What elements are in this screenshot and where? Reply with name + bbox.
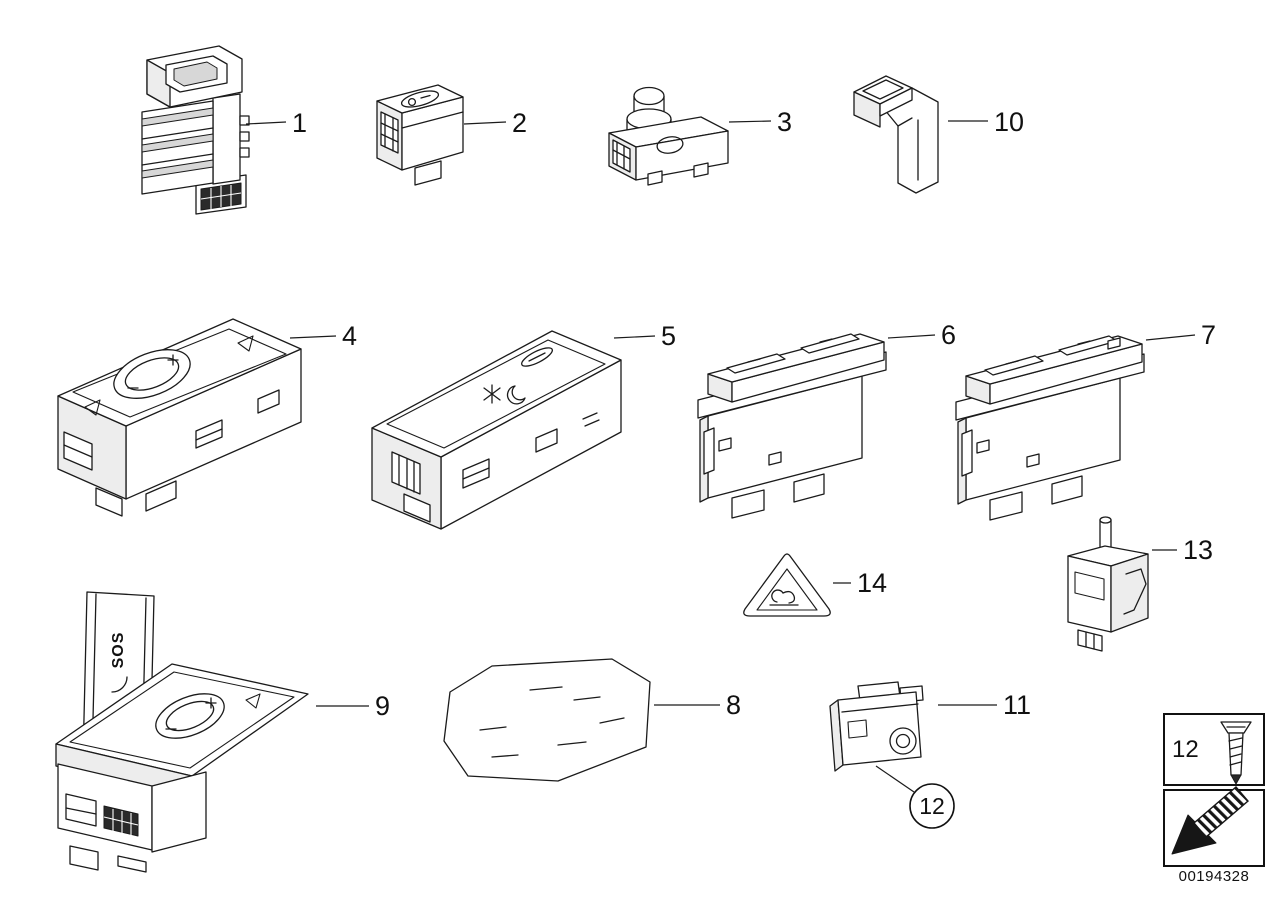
plus-icon: [167, 354, 179, 366]
part-5-window-switch-drawing: [371, 330, 622, 530]
arrow-icon: [245, 693, 261, 709]
callout-13[interactable]: 13: [1183, 535, 1213, 565]
callout-line-7: [1145, 334, 1196, 341]
callout-5[interactable]: 5: [661, 321, 676, 351]
part-6-switch-unit-drawing: [697, 333, 887, 519]
part-3-push-switch-drawing: [608, 86, 729, 186]
direction-arrow-icon: [1171, 786, 1249, 855]
legend-item-number: 12: [1172, 736, 1199, 763]
doc-number: 00194328: [1179, 868, 1250, 885]
callout-line-5: [613, 335, 656, 339]
sos-label: SOS: [110, 632, 127, 669]
callout-labels: 1 2 3 10 4 5 6 7 14 13 9 8 11: [292, 107, 1216, 721]
callout-9[interactable]: 9: [375, 691, 390, 721]
rocker-button: [800, 333, 860, 354]
callout-line-1: [245, 121, 287, 125]
callout-8[interactable]: 8: [726, 690, 741, 720]
callout-6[interactable]: 6: [941, 320, 956, 350]
part-13-pin-switch-drawing: [1067, 516, 1149, 652]
callout-7[interactable]: 7: [1201, 320, 1216, 350]
part-9-sos-switch-drawing: SOS: [55, 591, 309, 873]
callout-2[interactable]: 2: [512, 108, 527, 138]
callout-lines: [245, 120, 1196, 793]
part-2-switch-drawing: [376, 84, 464, 186]
callout-line-2: [463, 121, 507, 125]
legend-screw-box: 12: [1163, 713, 1265, 786]
callout-1[interactable]: 1: [292, 108, 307, 138]
part-10-bracket-drawing: [853, 75, 939, 194]
svg-text:12: 12: [919, 793, 945, 819]
callout-line-6: [887, 334, 936, 339]
callout-10[interactable]: 10: [994, 107, 1024, 137]
plus-icon: [205, 697, 217, 709]
callout-12[interactable]: 12: [909, 783, 955, 829]
part-4-window-switch-drawing: [57, 318, 302, 517]
callout-4[interactable]: 4: [342, 321, 357, 351]
part-1-switch-with-plug-drawing: [141, 45, 250, 215]
part-8-foam-pad-drawing: [443, 658, 651, 782]
arrow-down-icon: [84, 399, 101, 416]
callout-line-3: [728, 120, 772, 123]
callout-14[interactable]: 14: [857, 568, 887, 598]
snowflake-icon: [483, 384, 501, 404]
callout-11[interactable]: 11: [1003, 690, 1031, 720]
part-7-switch-unit-drawing: [955, 335, 1145, 521]
arrow-up-icon: [237, 335, 254, 352]
callout-line-12: [875, 765, 915, 793]
part-11-bulb-socket-drawing: [829, 681, 924, 772]
callout-3[interactable]: 3: [777, 107, 792, 137]
legend-direction-box: [1163, 786, 1265, 867]
callout-line-4: [289, 335, 337, 339]
part-14-warning-triangle-drawing: [743, 553, 831, 617]
moon-icon: [506, 385, 526, 405]
screw-icon: [1220, 721, 1252, 785]
